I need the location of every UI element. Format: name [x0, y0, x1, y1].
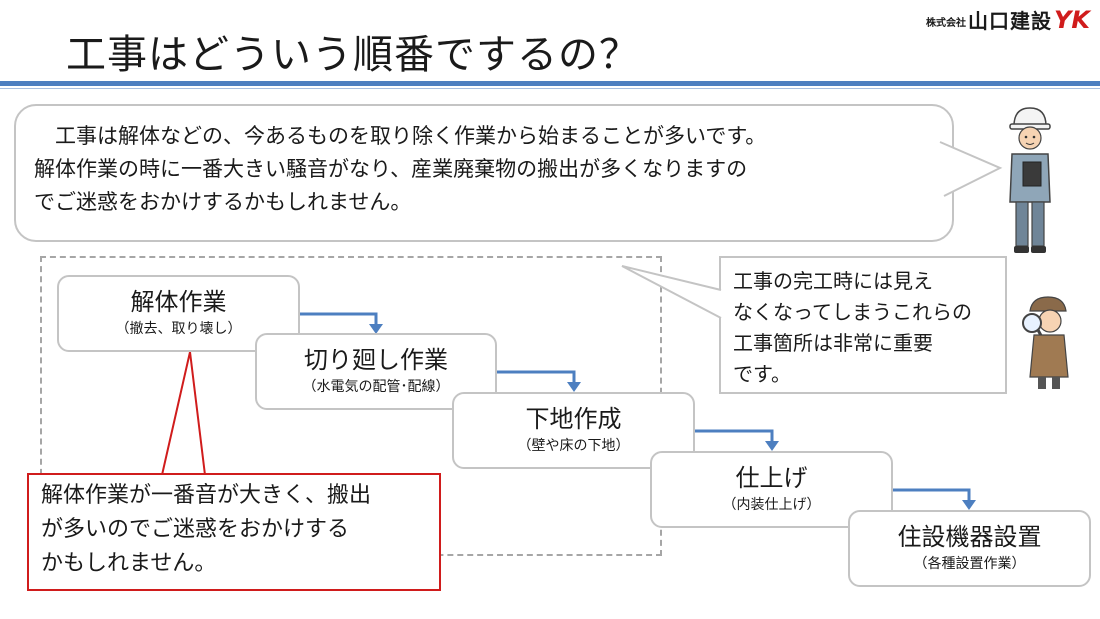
step-title: 解体作業 [130, 288, 227, 316]
note-line: です。 [733, 362, 791, 386]
speech-bubble [14, 104, 954, 242]
step-subtitle: （内装仕上げ） [722, 497, 821, 513]
company-logo: 株式会社 山口建設 YK [926, 4, 1090, 34]
step-title: 住設機器設置 [897, 523, 1042, 551]
flow-arrow-2 [497, 370, 576, 384]
step-equipment-install: 住設機器設置 （各種設置作業） [848, 510, 1091, 587]
construction-worker-icon [1009, 107, 1051, 253]
note-box-tail [621, 265, 722, 319]
callout-pointer [161, 351, 206, 476]
note-box: 工事の完工時には見え なくなってしまうこれらの 工事箇所は非常に重要 です。 [719, 256, 1007, 394]
speech-line: 解体作業の時に一番大きい騒音がなり、産業廃棄物の搬出が多くなりますの [34, 157, 748, 181]
logo-name: 山口建設 [968, 9, 1053, 33]
step-subtitle: （水電気の配管･配線） [302, 379, 450, 395]
detective-magnifier-icon [1022, 296, 1069, 389]
logo-mark: YK [1054, 6, 1090, 34]
speech-line: 工事は解体などの、今あるものを取り除く作業から始まることが多いです。 [34, 124, 767, 148]
title-underline [0, 81, 1100, 86]
flow-arrowhead-1 [369, 324, 383, 334]
flow-arrowhead-3 [765, 441, 779, 451]
speech-bubble-tail [939, 141, 1003, 197]
flow-arrow-4 [893, 488, 971, 502]
flow-arrow-1 [300, 312, 378, 326]
step-title: 切り廻し作業 [304, 346, 448, 374]
speech-line: でご迷惑をおかけするかもしれません。 [34, 190, 412, 214]
step-title: 仕上げ [735, 464, 808, 492]
step-subtitle: （壁や床の下地） [517, 438, 630, 454]
step-groundwork: 下地作成 （壁や床の下地） [452, 392, 695, 469]
note-line: なくなってしまうこれらの [733, 300, 972, 324]
callout-line: 解体作業が一番音が大きく、搬出 [41, 483, 372, 508]
page-title: 工事はどういう順番でするの？ [66, 32, 640, 78]
note-line: 工事の完工時には見え [733, 269, 933, 293]
speech-text: 工事は解体などの、今あるものを取り除く作業から始まることが多いです。 解体作業の… [34, 120, 934, 219]
note-line: 工事箇所は非常に重要 [733, 331, 933, 355]
logo-corp: 株式会社 [926, 18, 967, 29]
step-subtitle: （各種設置作業） [913, 556, 1026, 572]
callout-line: かもしれません。 [41, 551, 217, 576]
flow-arrowhead-2 [567, 382, 581, 392]
title-underline-thin [0, 88, 1100, 89]
flow-arrowhead-4 [962, 500, 976, 510]
step-subtitle: （撤去、取り壊し） [115, 321, 242, 337]
flow-arrow-3 [695, 429, 774, 443]
step-title: 下地作成 [525, 405, 622, 433]
callout-box: 解体作業が一番音が大きく、搬出 が多いのでご迷惑をおかけする かもしれません。 [27, 473, 441, 591]
callout-line: が多いのでご迷惑をおかけする [41, 517, 350, 542]
